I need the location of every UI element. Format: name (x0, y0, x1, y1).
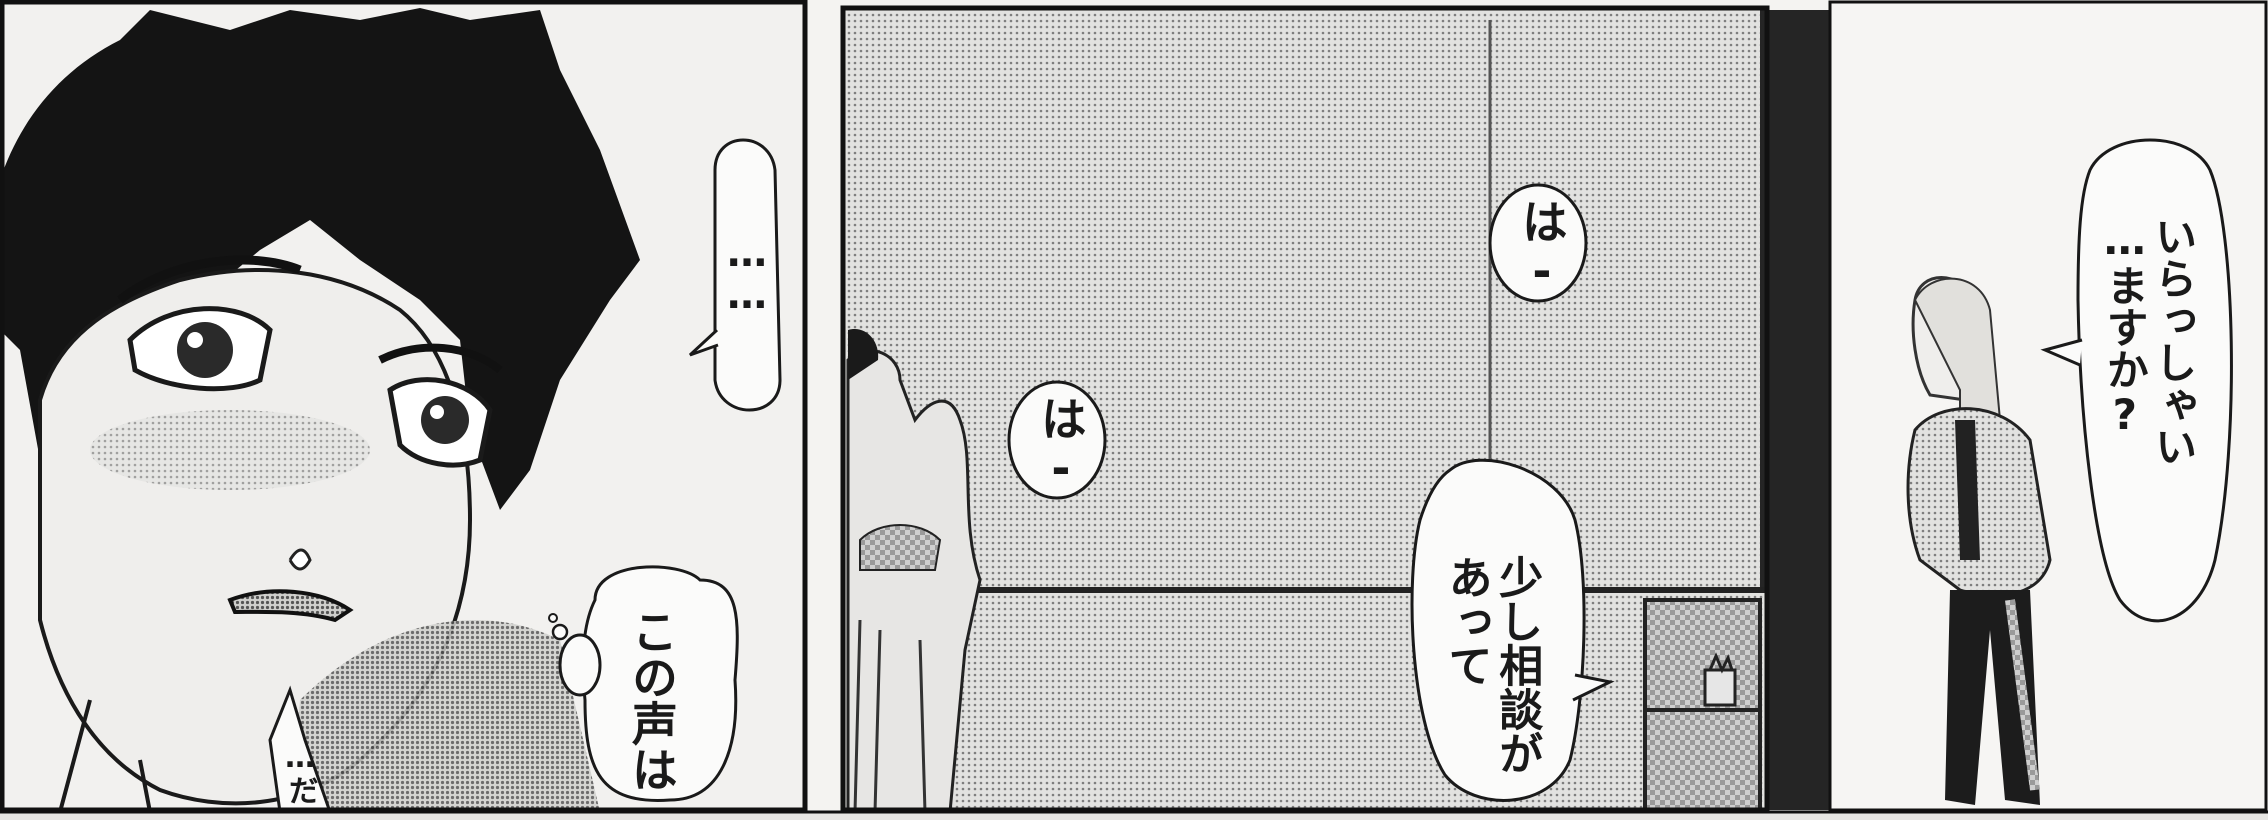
pillar (1760, 10, 1830, 810)
thought-balloon (548, 565, 739, 802)
speech-balloon-right (2040, 138, 2233, 623)
speech-text-right: いらっしゃい …ますか? (2100, 215, 2198, 467)
eye-left (127, 306, 273, 392)
ellipsis-text: …… (724, 230, 770, 314)
speech-text-middle: 少し相談が あって (1440, 555, 1543, 775)
sigh-text-lower: は- (1033, 395, 1088, 495)
thought-text: この声は (624, 608, 679, 792)
speech-balloon-middle (1410, 458, 1615, 802)
character-mouth (227, 589, 354, 623)
sigh-balloon-lower (1007, 380, 1107, 500)
whisper-text: …だ (282, 740, 318, 805)
middle-panel (840, 5, 1830, 814)
standing-character (1906, 276, 2052, 805)
character-hair (0, 8, 640, 520)
eye-right (387, 377, 493, 468)
right-panel (1828, 0, 2268, 812)
sigh-text-upper: は- (1514, 198, 1569, 298)
sigh-balloon-upper (1488, 183, 1588, 303)
left-panel (0, 0, 808, 814)
shelf (1643, 598, 1762, 812)
characters-silhouette (846, 329, 982, 814)
ellipsis-balloon (688, 138, 782, 412)
